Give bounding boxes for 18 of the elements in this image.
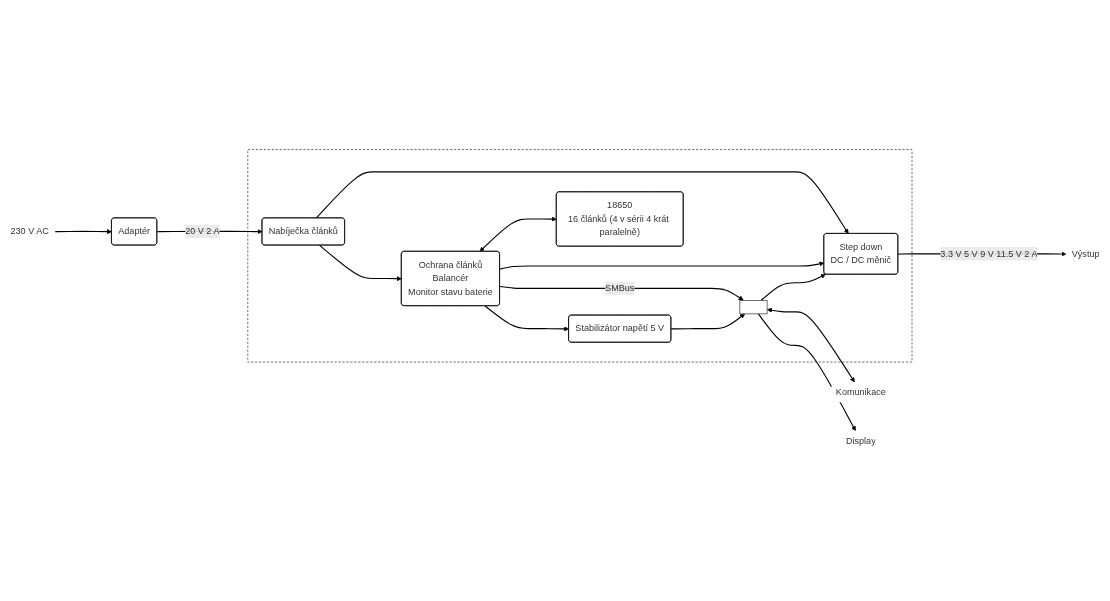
- arrow: [315, 171, 849, 235]
- arrow: [760, 274, 826, 302]
- arrow: [319, 244, 402, 282]
- arrow: [757, 313, 856, 432]
- arrow: [767, 308, 855, 383]
- node-box: [739, 300, 768, 315]
- edge-label: 3.3 V 5 V 9 V 11.5 V 2 A: [940, 248, 1038, 259]
- node-text: 230 V AC: [10, 226, 49, 237]
- node-text: Výstup: [1071, 248, 1100, 259]
- node-text: Display: [845, 435, 876, 446]
- arrow: [670, 313, 745, 330]
- arrow: [484, 305, 570, 332]
- cluster: [247, 149, 913, 363]
- arrow: [479, 216, 557, 252]
- arrow: [54, 229, 112, 235]
- arrow: [499, 261, 825, 270]
- edge-label: SMBus: [605, 283, 635, 294]
- edge-label: 20 V 2 A: [185, 226, 220, 237]
